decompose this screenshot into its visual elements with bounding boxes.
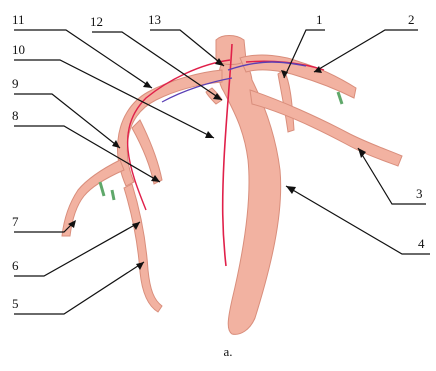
green-tip [338, 92, 342, 104]
label-12: 12 [90, 14, 103, 29]
label-2: 2 [408, 12, 415, 27]
arrowhead-11 [143, 81, 152, 88]
green-tip [112, 190, 114, 200]
leader-5 [14, 262, 144, 314]
label-3: 3 [416, 186, 423, 201]
leader-9 [14, 94, 120, 148]
label-8: 8 [12, 108, 19, 123]
figure-caption: a. [223, 344, 232, 359]
arrowhead-4 [286, 186, 296, 194]
label-4: 4 [418, 236, 425, 251]
label-11: 11 [12, 12, 25, 27]
label-9: 9 [12, 76, 19, 91]
leader-13 [150, 30, 224, 66]
label-10: 10 [12, 42, 25, 57]
label-6: 6 [12, 258, 19, 273]
green-tip [100, 182, 104, 196]
label-13: 13 [148, 12, 161, 27]
label-5: 5 [12, 296, 19, 311]
label-7: 7 [12, 214, 19, 229]
leader-2 [314, 30, 418, 72]
leader-6 [14, 222, 140, 276]
label-1: 1 [316, 12, 323, 27]
vessel-model [62, 36, 402, 335]
leader-4 [286, 186, 430, 254]
